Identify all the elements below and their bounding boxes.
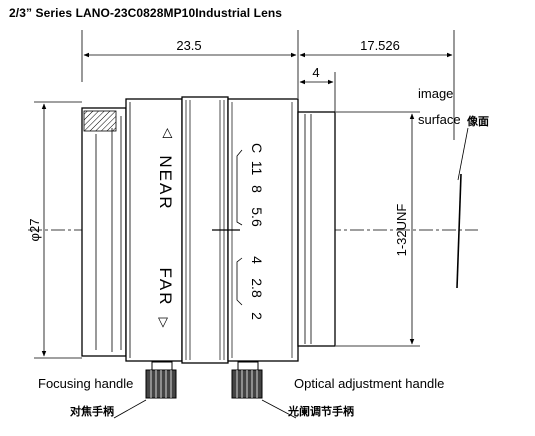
dimension-length: 23.5 xyxy=(81,30,299,98)
optical-handle-leader xyxy=(261,399,297,419)
lens-body xyxy=(81,96,336,364)
optical-handle-label-cjk: 光阑调节手柄 xyxy=(288,406,354,418)
focusing-handle-knob xyxy=(145,361,177,399)
dimension-flange-label: 17.526 xyxy=(360,38,400,53)
dimension-thread: 1-32UNF xyxy=(336,111,420,347)
dimension-step-label: 4 xyxy=(312,65,319,80)
dimension-length-label: 23.5 xyxy=(176,38,201,53)
far-label: FAR xyxy=(156,267,175,306)
image-surface-label-line1: image xyxy=(418,86,454,101)
aperture-value: 2.8 xyxy=(249,278,265,298)
aperture-value: 2 xyxy=(249,312,265,320)
near-arrow-icon: ◁ xyxy=(161,128,176,138)
aperture-value: 5.6 xyxy=(249,207,265,227)
aperture-value: 11 xyxy=(249,161,265,176)
diagram-title: 2/3” Series LANO-23C0828MP10Industrial L… xyxy=(9,6,283,20)
aperture-value: 8 xyxy=(249,185,265,193)
focusing-handle-leader xyxy=(113,399,147,419)
focus-ring-marks: ◁ NEAR FAR ▽ xyxy=(156,128,176,329)
dimension-step: 4 xyxy=(299,65,336,112)
optical-handle-knob xyxy=(231,361,263,399)
optical-handle-label: Optical adjustment handle xyxy=(294,376,445,391)
aperture-scale: C 11 8 5.6 4 2.8 2 xyxy=(212,143,265,320)
far-arrow-icon: ▽ xyxy=(158,314,168,329)
image-surface xyxy=(456,127,469,289)
focusing-handle-label-cjk: 对焦手柄 xyxy=(70,406,114,418)
aperture-c-label: C xyxy=(249,143,265,153)
near-label: NEAR xyxy=(156,155,175,210)
dimension-flange: 17.526 xyxy=(299,30,455,140)
image-surface-label-cjk: 像面 xyxy=(467,116,489,128)
image-surface-label-line2: surface xyxy=(418,112,461,127)
focusing-handle-label: Focusing handle xyxy=(38,376,134,391)
aperture-value: 4 xyxy=(249,256,265,264)
